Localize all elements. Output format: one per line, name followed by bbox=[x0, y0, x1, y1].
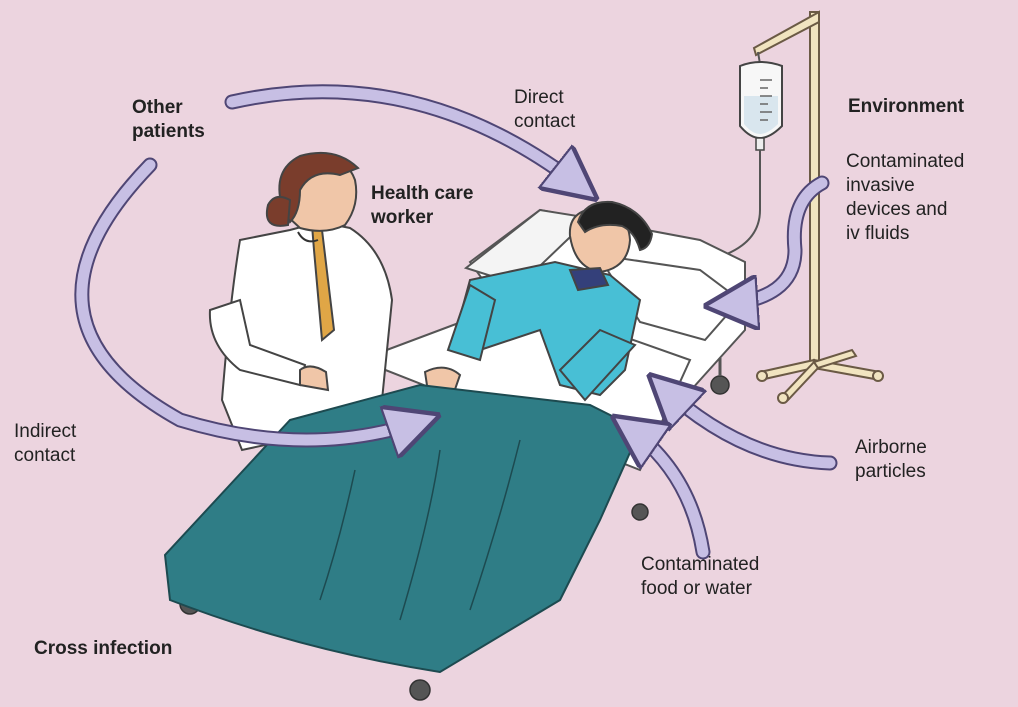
indirect-contact-label: Indirect contact bbox=[14, 420, 76, 468]
airborne-particles-label: Airborne particles bbox=[855, 436, 927, 484]
contaminated-devices-label: Contaminated invasive devices and iv flu… bbox=[846, 150, 964, 246]
other-patients-label: Other patients bbox=[132, 96, 205, 144]
health-care-worker-label: Health care worker bbox=[371, 182, 473, 230]
environment-label: Environment bbox=[848, 95, 964, 119]
cross-infection-label: Cross infection bbox=[34, 637, 172, 661]
direct-contact-label: Direct contact bbox=[514, 86, 575, 134]
contaminated-food-label: Contaminated food or water bbox=[641, 553, 759, 601]
